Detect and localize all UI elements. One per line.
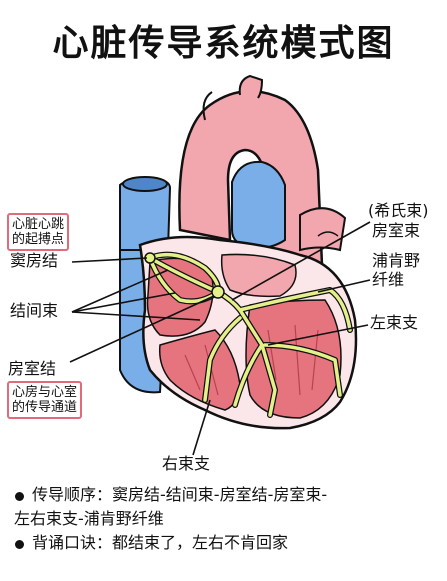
left-atrium: [220, 253, 297, 298]
leader-left-bundle: [267, 324, 369, 346]
label-purkinje-line1: 浦肯野: [372, 251, 421, 270]
av-note: 心房与心室 的传导通道: [7, 381, 83, 419]
leader-av-node: [69, 295, 215, 363]
label-sinoatrial-node: 窦房结: [10, 251, 59, 270]
pacemaker-note-line2: 的起搏点: [12, 232, 65, 247]
bullet-icon: [15, 492, 24, 501]
leader-sa-node: [71, 257, 148, 263]
aorta: [178, 89, 324, 267]
leader-internodal-2: [71, 292, 176, 313]
sequence-continuation: 左右束支-浦肯野纤维: [14, 509, 164, 528]
vena-cava-opening: [122, 176, 168, 192]
leader-internodal-3: [71, 311, 201, 321]
pacemaker-note: 心脏心跳 的起搏点: [7, 213, 70, 251]
label-purkinje-line2: 纤维: [372, 270, 405, 289]
label-left-bundle: 左束支: [370, 313, 419, 332]
leader-internodal-1: [71, 269, 169, 313]
av-note-line1: 心房与心室: [12, 385, 78, 400]
leader-purkinje: [317, 279, 371, 293]
av-node: [211, 285, 225, 299]
mnemonic-text: 背诵口诀：都结束了，左右不肯回家: [32, 533, 289, 552]
notes-list: 传导顺序：窦房结-结间束-房室结-房室束- 左右束支-浦肯野纤维 背诵口诀：都结…: [14, 483, 439, 555]
page-title: 心脏传导系统模式图: [52, 23, 395, 64]
label-right-bundle: 右束支: [162, 454, 211, 473]
pacemaker-note-line1: 心脏心跳: [12, 217, 65, 232]
label-av-node: 房室结: [8, 359, 57, 378]
conduction-system: [144, 251, 353, 418]
bullet-icon: [15, 540, 24, 549]
sequence-line1: 窦房结-结间束-房室结-房室束-: [112, 485, 328, 504]
label-his-bundle: 房室束: [372, 221, 421, 240]
leader-his: [231, 221, 371, 301]
label-his-bundle-alias: (希氏束): [368, 201, 429, 220]
label-internodal-tracts: 结间束: [10, 301, 59, 320]
sequence-item: 传导顺序：窦房结-结间束-房室结-房室束-: [14, 483, 439, 507]
leader-right-bundle: [192, 399, 211, 456]
av-note-line2: 的传导通道: [12, 400, 78, 415]
mnemonic-item: 背诵口诀：都结束了，左右不肯回家: [14, 531, 439, 555]
left-ventricle: [245, 299, 342, 419]
pulmonary-artery: [231, 160, 286, 250]
sequence-label: 传导顺序：: [32, 485, 113, 504]
heart-diagram: [69, 74, 371, 456]
